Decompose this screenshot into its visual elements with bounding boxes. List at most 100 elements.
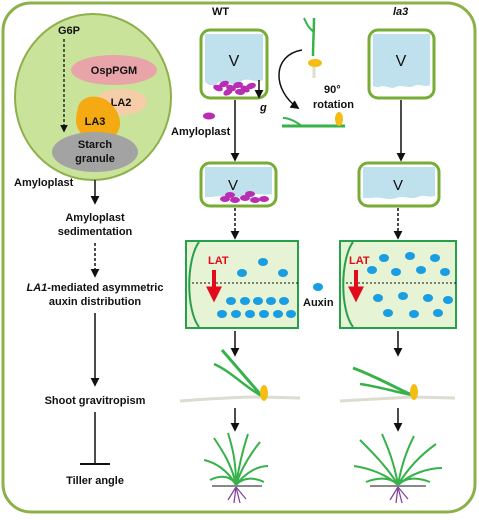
- rotated-seedling-leaf: [282, 117, 303, 127]
- tiller: [235, 441, 261, 486]
- rotation-illustration: 90° rotation: [278, 17, 354, 128]
- auxin-dot: [253, 297, 263, 305]
- amyloplast-legend-mark: [203, 112, 215, 120]
- wt-amyloplasts-rotated: [220, 191, 269, 203]
- auxin-dot: [279, 297, 289, 305]
- upright-seedling-stem: [311, 17, 316, 57]
- starch-label-line2: granule: [75, 153, 115, 165]
- root: [389, 486, 399, 501]
- sedimentation-line1: Amyloplast: [65, 212, 125, 224]
- amyloplast-grain: [246, 82, 256, 90]
- root: [233, 486, 237, 504]
- la3-column: la3 V V LAT: [339, 6, 457, 504]
- starch-label-line1: Starch: [78, 139, 113, 151]
- amyloplast-grain: [245, 191, 255, 197]
- wt-lat-label: LAT: [208, 255, 229, 267]
- auxin-dot: [391, 268, 401, 276]
- tiller-angle-label: Tiller angle: [66, 475, 124, 487]
- auxin-dot: [430, 254, 440, 262]
- amyloplast-grain: [250, 197, 260, 203]
- auxin-dot: [440, 268, 450, 276]
- sedimentation-line2: sedimentation: [58, 226, 133, 238]
- auxin-dot: [217, 310, 227, 318]
- auxin-dot: [240, 297, 250, 305]
- root: [227, 486, 237, 501]
- tiller: [235, 433, 249, 486]
- wt-vacuole-label-rotated: V: [228, 177, 238, 194]
- auxin-dot: [259, 310, 269, 318]
- rotation-angle-label: 90°: [324, 84, 341, 96]
- la3-seedling-coleoptile: [410, 384, 418, 400]
- wt-vacuole-label-top: V: [229, 53, 240, 70]
- osppgm-enzyme: [71, 55, 157, 85]
- auxin-dot: [373, 294, 383, 302]
- upright-seedling-leaf: [303, 17, 315, 33]
- amyloplast-title: Amyloplast: [14, 177, 74, 189]
- tiller: [209, 475, 237, 486]
- amyloplast-grain: [235, 88, 245, 96]
- wt-vacuole-rotated: [205, 167, 272, 198]
- la3-label: LA3: [85, 116, 106, 128]
- auxin-dot: [383, 309, 393, 317]
- wt-amyloplasts-top: [213, 80, 256, 96]
- la2-label: LA2: [111, 97, 132, 109]
- amyloplast-grain: [223, 88, 233, 96]
- auxin-distribution-line: auxin distribution: [49, 296, 142, 308]
- tiller: [397, 477, 431, 486]
- wt-plant-tillers: [203, 432, 269, 486]
- auxin-dot: [398, 292, 408, 300]
- tiller: [359, 439, 399, 486]
- tiller: [365, 477, 399, 486]
- auxin-dot: [443, 296, 453, 304]
- wt-plant-roots: [227, 486, 247, 504]
- pathway-flow: Amyloplast Amyloplast sedimentation LA1-…: [14, 177, 163, 487]
- wt-label: WT: [212, 6, 229, 18]
- la3-lat-label: LAT: [349, 255, 370, 267]
- wt-seedling-coleoptile: [260, 385, 268, 401]
- la3-plant-tillers: [353, 433, 443, 486]
- auxin-dot: [273, 310, 283, 318]
- auxin-legend-dot: [313, 283, 323, 291]
- root: [397, 486, 403, 504]
- wt-auxin-dots: [217, 258, 296, 318]
- rotation-arrow: [278, 49, 303, 110]
- amyloplast-grain: [259, 196, 269, 202]
- rotation-label: rotation: [313, 99, 354, 111]
- amyloplast-grain: [219, 80, 229, 88]
- auxin-dot: [226, 297, 236, 305]
- auxin-dot: [405, 252, 415, 260]
- la3-label: la3: [393, 6, 408, 18]
- auxin-dot: [409, 310, 419, 318]
- tiller: [397, 443, 437, 486]
- gravity-label: g: [259, 102, 267, 114]
- auxin-dot: [433, 309, 443, 317]
- amyloplast-grain: [233, 81, 243, 89]
- tiller: [397, 435, 415, 486]
- wt-seedling-leaf2: [213, 362, 263, 398]
- amyloplast-grain: [213, 84, 223, 92]
- tiller: [235, 477, 265, 486]
- amyloplast-grain: [230, 197, 240, 203]
- root: [397, 486, 409, 500]
- auxin-dot: [245, 310, 255, 318]
- rotated-seedling-coleoptile: [335, 112, 343, 126]
- upright-seedling-coleoptile: [308, 59, 322, 67]
- auxin-dot: [231, 310, 241, 318]
- la3-tissue-tip: [342, 241, 354, 328]
- osppgm-label: OspPGM: [91, 65, 137, 77]
- wt-tissue-tip: [188, 241, 200, 328]
- auxin-dot: [379, 254, 389, 262]
- la3-seedling-leaf2: [359, 382, 413, 397]
- la1-mediated-line: LA1-mediated asymmetric: [27, 282, 164, 294]
- root: [235, 486, 247, 500]
- la3-plant-roots: [389, 486, 409, 504]
- auxin-dot: [416, 266, 426, 274]
- g6p-label: G6P: [58, 25, 80, 37]
- amyloplast-grain: [225, 192, 235, 198]
- root: [395, 486, 399, 504]
- tiller: [227, 432, 237, 486]
- auxin-dot: [423, 294, 433, 302]
- starch-granule: [52, 132, 138, 172]
- la3-protein: [76, 96, 121, 142]
